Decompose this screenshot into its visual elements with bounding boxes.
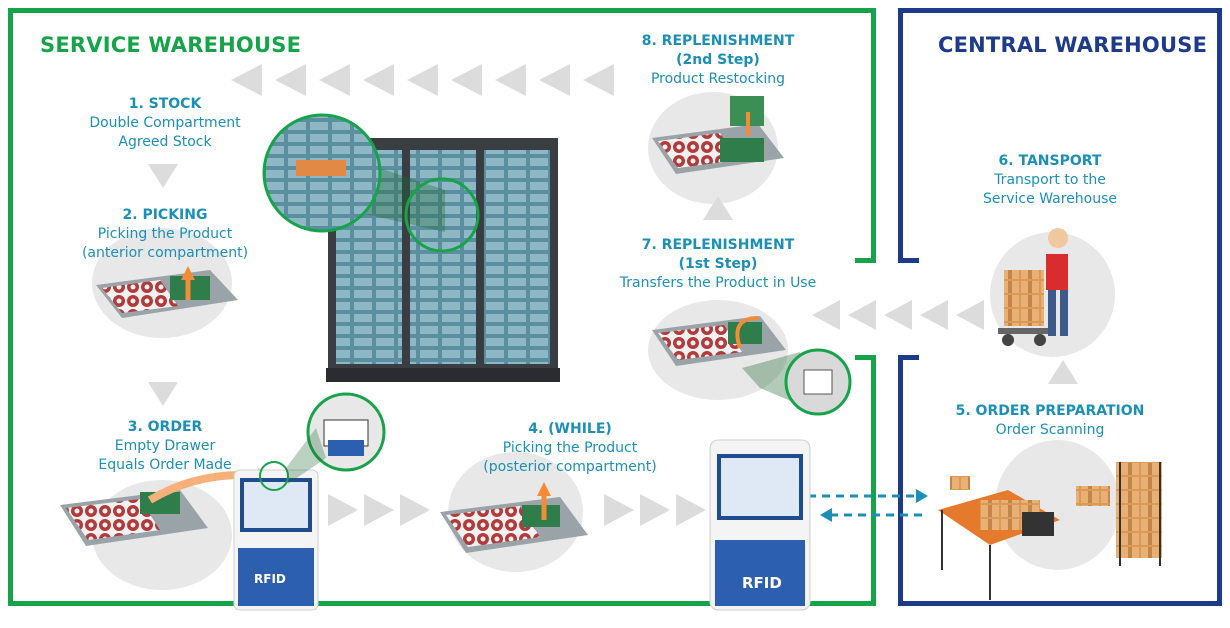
step-text: Empty Drawer (114, 438, 216, 454)
step-text: Equals Order Made (98, 457, 232, 473)
step-text: Double Compartment (89, 115, 241, 131)
step-heading: 7. REPLENISHMENT (641, 237, 795, 253)
rfid-label: RFID (254, 572, 286, 586)
step-text: Product Restocking (650, 71, 786, 87)
step-text: Picking the Product (502, 440, 638, 456)
step-picking: 2. PICKING Picking the Product (anterior… (70, 206, 260, 263)
step-heading: 6. TANSPORT (998, 153, 1102, 169)
order-prep-warehouse (938, 462, 1162, 600)
step-text: (anterior compartment) (81, 245, 249, 261)
step-heading: (2nd Step) (676, 52, 760, 68)
service-frame-tab (855, 355, 876, 360)
step-text: Transport to the (994, 172, 1106, 188)
step-text: Service Warehouse (983, 191, 1117, 207)
transport-worker (998, 228, 1068, 346)
central-frame-edge (898, 8, 903, 263)
step-while: 4. (WHILE) Picking the Product (posterio… (470, 420, 670, 477)
flow-arrows-bottom (328, 494, 706, 526)
central-frame-edge (898, 355, 903, 606)
step-replenishment-2: 8. REPLENISHMENT (2nd Step) Product Rest… (620, 32, 816, 89)
step-heading: (1st Step) (678, 256, 758, 272)
flow-arrows-vertical (148, 164, 1078, 406)
step-heading: 2. PICKING (122, 207, 208, 223)
central-warehouse-frame (898, 8, 1222, 606)
step-text: (posterior compartment) (483, 459, 657, 475)
step-heading: 4. (WHILE) (528, 421, 612, 437)
central-frame-tab (898, 258, 919, 263)
step-stock: 1. STOCK Double Compartment Agreed Stock (70, 95, 260, 152)
flow-arrows-top (231, 64, 614, 96)
step-order: 3. ORDER Empty Drawer Equals Order Made (70, 418, 260, 475)
service-frame-tab (855, 258, 876, 263)
service-frame-edge (871, 355, 876, 606)
step-replenishment-1: 7. REPLENISHMENT (1st Step) Transfers th… (604, 236, 832, 293)
step-heading: 5. ORDER PREPARATION (955, 403, 1145, 419)
step-text: Transfers the Product in Use (619, 275, 817, 291)
tray-order (60, 468, 272, 546)
central-frame-tab (898, 355, 919, 360)
step-text: Order Scanning (995, 422, 1105, 438)
central-warehouse-title: CENTRAL WAREHOUSE (938, 33, 1208, 57)
service-frame-edge (871, 8, 876, 263)
exchange-arrows (808, 494, 922, 517)
step-text: Agreed Stock (118, 134, 212, 150)
step-order-preparation: 5. ORDER PREPARATION Order Scanning (920, 402, 1180, 440)
flow-arrows-middle (812, 300, 984, 330)
rfid-terminal-left (233, 469, 319, 611)
tray-rep1 (652, 316, 786, 366)
step-heading: 3. ORDER (127, 419, 203, 435)
rfid-label: RFID (742, 574, 782, 592)
service-warehouse-frame (8, 8, 876, 606)
tray-while (440, 482, 588, 553)
rfid-terminal-right (709, 439, 811, 611)
step-heading: 8. REPLENISHMENT (641, 33, 795, 49)
step-heading: 1. STOCK (128, 96, 202, 112)
step-transport: 6. TANSPORT Transport to the Service War… (960, 152, 1140, 209)
tray-rep2 (652, 96, 784, 174)
tray-picking (96, 266, 238, 318)
step-text: Picking the Product (97, 226, 233, 242)
service-warehouse-title: SERVICE WAREHOUSE (40, 33, 302, 57)
